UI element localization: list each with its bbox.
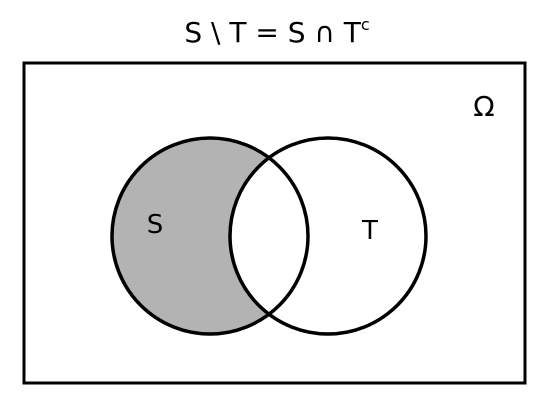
set-s-label: S: [147, 210, 164, 240]
diagram-title: S \ T = S ∩ Tc: [184, 15, 369, 49]
intersection-mask: [230, 138, 308, 334]
set-t-label: T: [361, 216, 378, 246]
set-t-circle: [228, 136, 428, 336]
title-superscript: c: [361, 15, 370, 34]
universe-label: Ω: [473, 90, 494, 123]
set-s-circle: [110, 136, 310, 336]
title-expression: S \ T = S ∩ T: [184, 16, 361, 49]
universe-box: [22, 61, 527, 385]
